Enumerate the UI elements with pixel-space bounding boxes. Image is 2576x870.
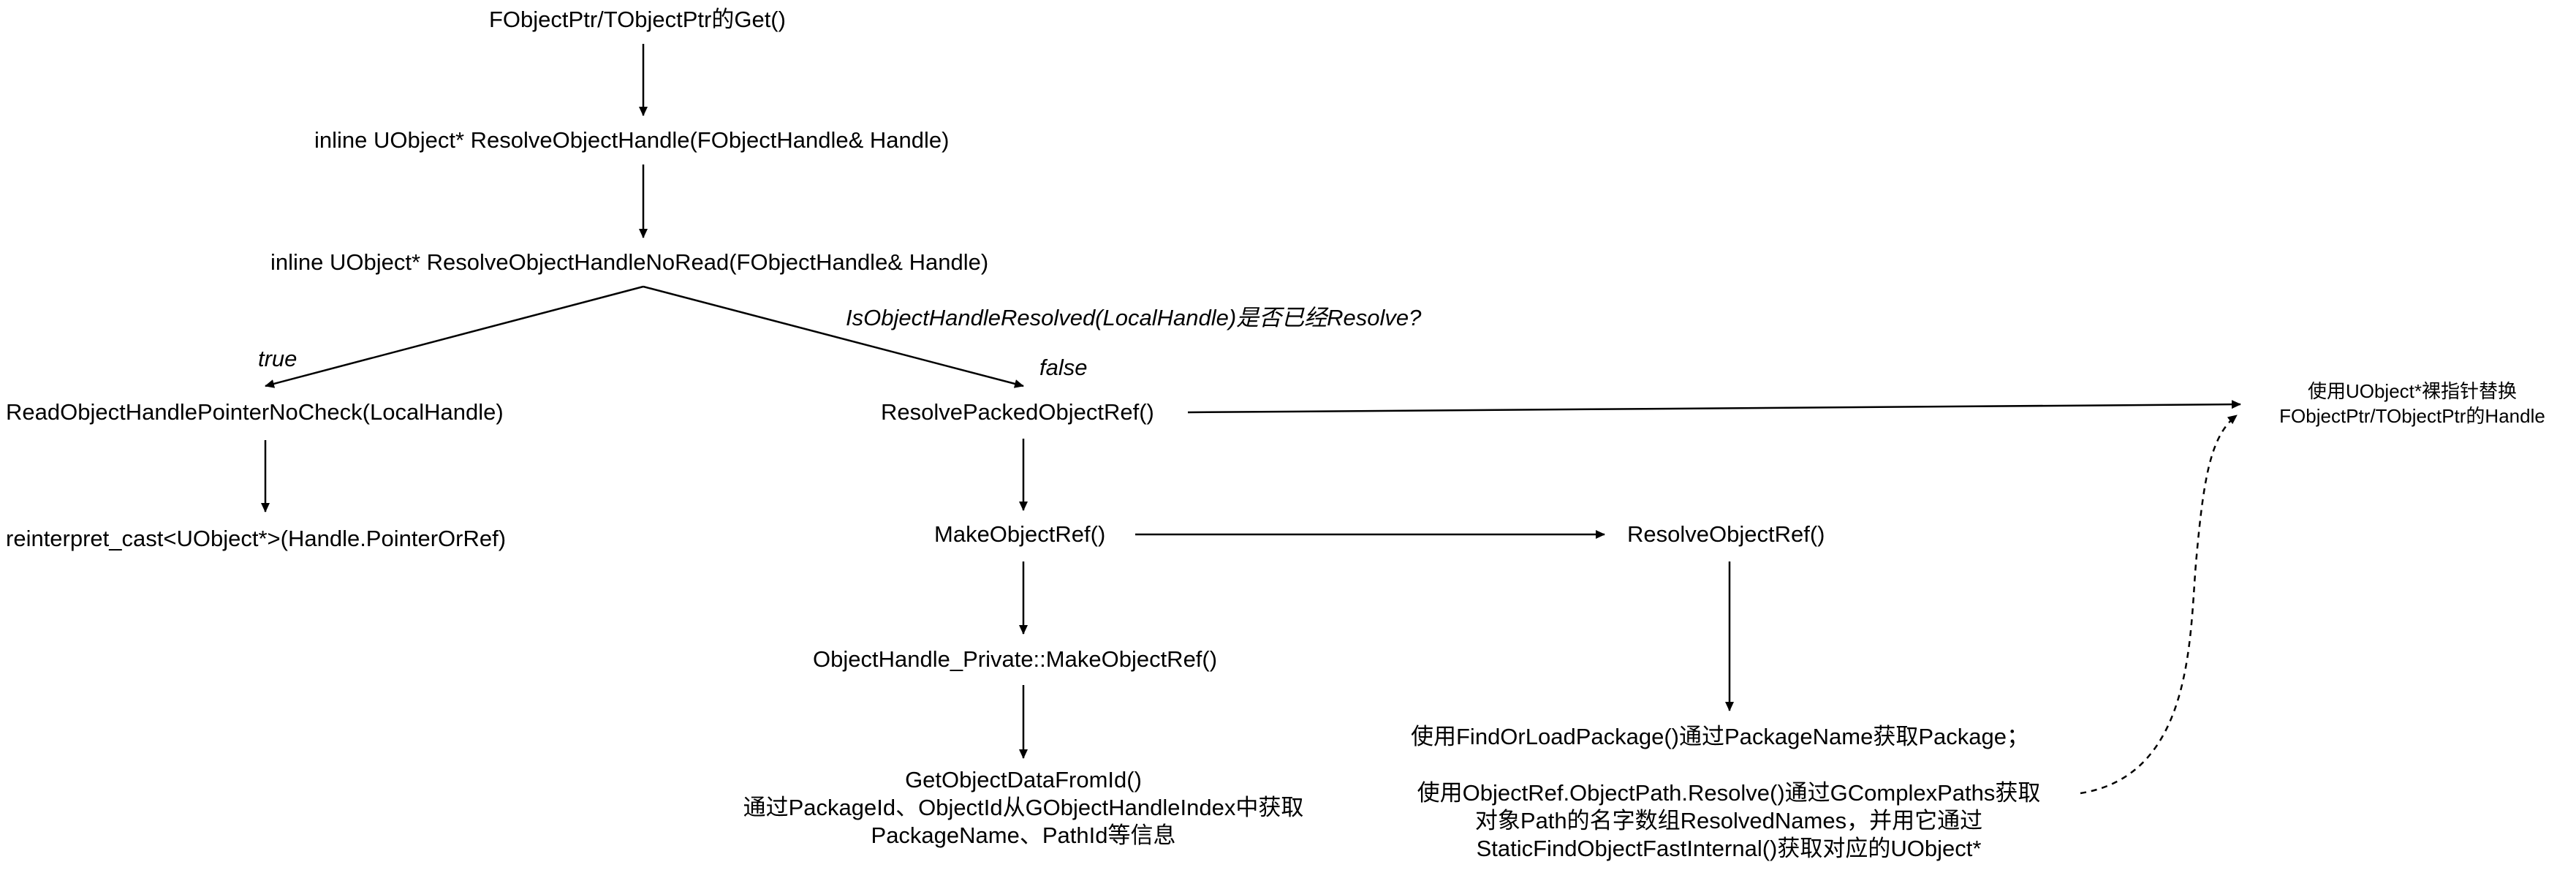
- node-object-path-resolve: 使用ObjectRef.ObjectPath.Resolve()通过GCompl…: [1374, 779, 2083, 863]
- get-data-line-2: PackageName、PathId等信息: [871, 822, 1176, 848]
- node-private-make-object-ref: ObjectHandle_Private::MakeObjectRef(): [813, 646, 1218, 672]
- node-replace-handle: 使用UObject*裸指针替换 FObjectPtr/TObjectPtr的Ha…: [2251, 379, 2573, 428]
- node-make-object-ref: MakeObjectRef(): [934, 521, 1106, 547]
- path-resolve-line-2: 对象Path的名字数组ResolvedNames，并用它通过: [1474, 808, 1983, 833]
- label-condition: IsObjectHandleResolved(LocalHandle)是否已经R…: [846, 305, 1422, 330]
- node-reinterpret-cast: reinterpret_cast<UObject*>(Handle.Pointe…: [6, 526, 507, 551]
- dashed-arrow-path-resolve-to-replace: [2080, 415, 2238, 795]
- replace-line-1: 使用UObject*裸指针替换: [2307, 380, 2518, 402]
- node-get-object-data-from-id: GetObjectDataFromId() 通过PackageId、Object…: [658, 766, 1389, 850]
- node-read-pointer-nocheck: ReadObjectHandlePointerNoCheck(LocalHand…: [6, 399, 504, 425]
- label-true: true: [258, 346, 298, 371]
- get-data-line-1: 通过PackageId、ObjectId从GObjectHandleIndex中…: [743, 795, 1304, 820]
- node-get: FObjectPtr/TObjectPtr的Get(): [489, 7, 786, 32]
- get-data-title: GetObjectDataFromId(): [905, 767, 1142, 793]
- node-find-or-load-package: 使用FindOrLoadPackage()通过PackageName获取Pack…: [1411, 724, 2029, 749]
- path-resolve-line-3: StaticFindObjectFastInternal()获取对应的UObje…: [1476, 836, 1982, 861]
- arrow-resolve-packed-to-replace: [1187, 400, 2241, 414]
- node-resolve-object-ref: ResolveObjectRef(): [1627, 521, 1825, 547]
- path-resolve-line-1: 使用ObjectRef.ObjectPath.Resolve()通过GCompl…: [1417, 780, 2041, 806]
- arrow-noread-to-read-pointer: [265, 285, 644, 388]
- node-resolve-object-handle-noread: inline UObject* ResolveObjectHandleNoRea…: [270, 249, 989, 275]
- node-resolve-object-handle: inline UObject* ResolveObjectHandle(FObj…: [314, 127, 950, 153]
- label-false: false: [1039, 355, 1088, 380]
- node-resolve-packed-object-ref: ResolvePackedObjectRef(): [881, 399, 1154, 425]
- replace-line-2: FObjectPtr/TObjectPtr的Handle: [2279, 405, 2545, 427]
- arrow-noread-to-resolve-packed: [643, 285, 1024, 388]
